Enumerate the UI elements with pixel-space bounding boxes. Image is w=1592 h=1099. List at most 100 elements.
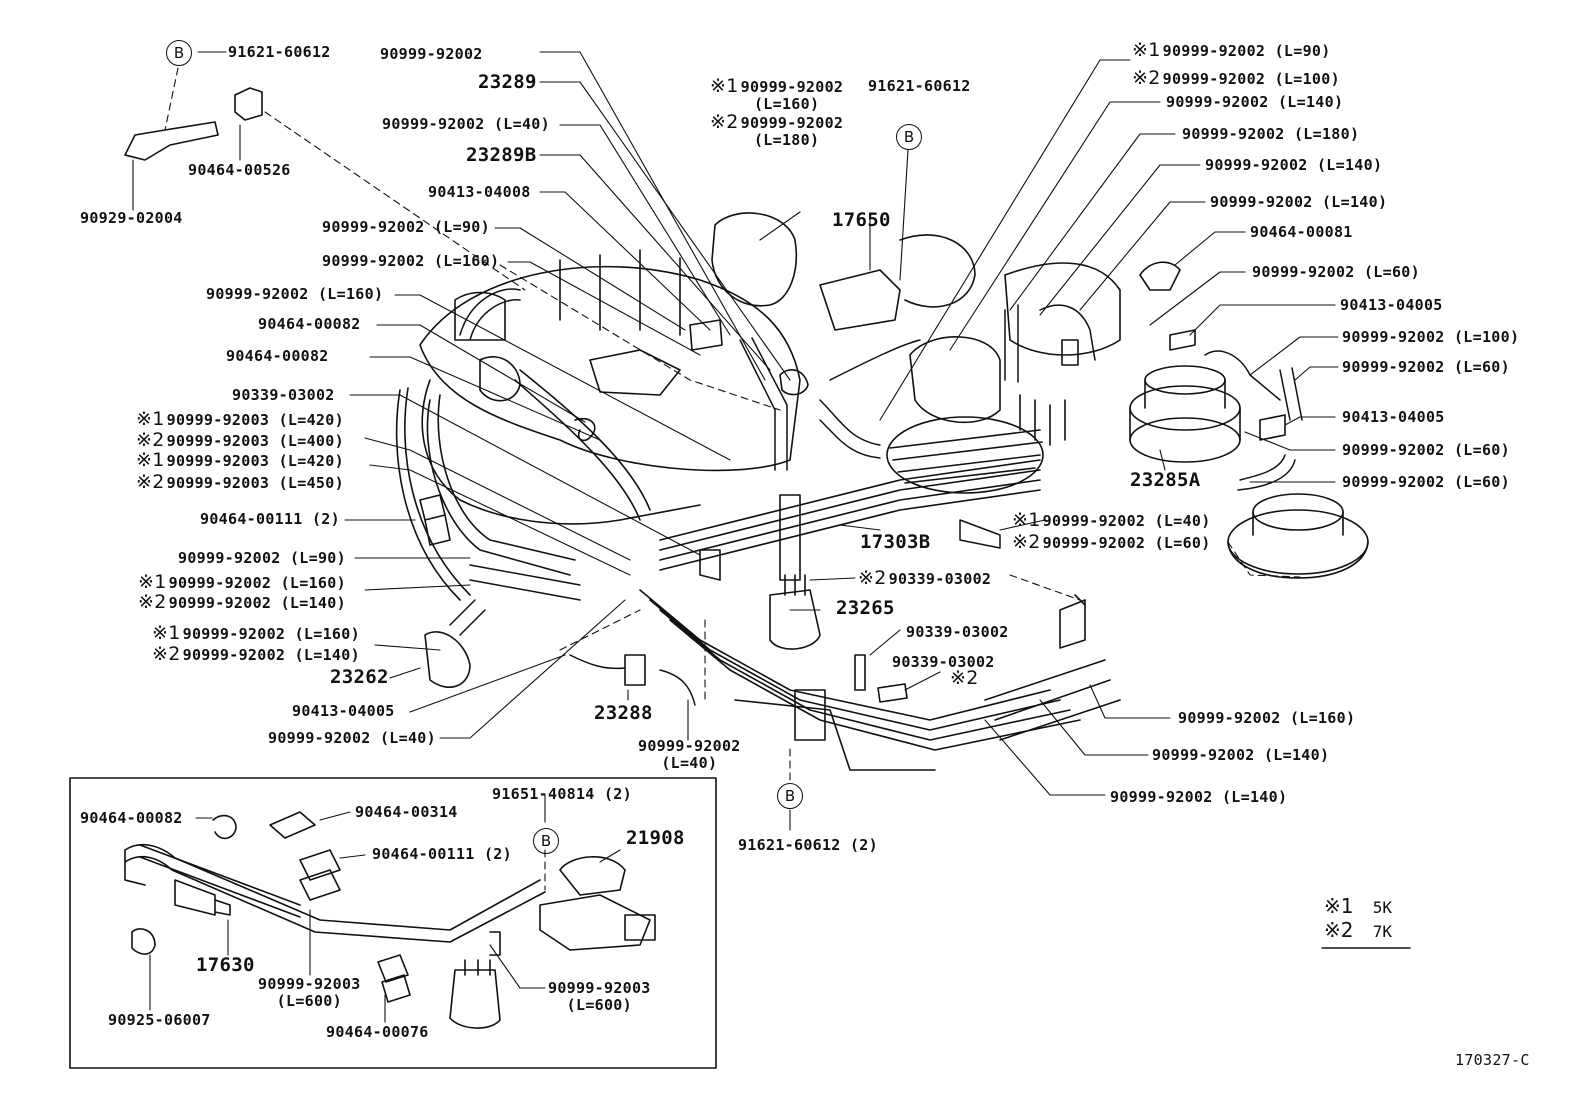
inset-callout-90925-06007: 90925-06007 [108,1011,211,1029]
callout-23265: 23265 [836,597,895,619]
pipe-harness-drawing [395,369,1121,771]
leader-lines [132,51,1339,1023]
callout-23288: 23288 [594,702,653,724]
inset-callout-90999-92003-l600-right: 90999-92003(L=600) [548,979,651,1014]
figure-code: 170327-C [1455,1051,1530,1069]
marker-2: ※2 [136,429,165,451]
marker-1: ※1 [152,622,181,644]
ref-marker-b-bottom: B [777,783,803,809]
callout-90339-03002-a: 90339-03002 [906,623,1009,641]
callout-23285a: 23285A [1130,469,1201,491]
callout-90413-04008: 90413-04008 [428,183,531,201]
callout-90464-00082-b: 90464-00082 [226,347,329,365]
ref-marker-b-top-center: B [896,124,922,150]
inset-callout-90464-00076: 90464-00076 [326,1023,429,1041]
callout-90999-92002-l100-b: 90999-92002 (L=100) [1342,328,1520,346]
dashed-reference-lines [164,67,1301,891]
inset-box [69,777,717,1069]
callout-90999-92002-l180-right: 90999-92002 (L=180) [1182,125,1360,143]
inset-parts-drawing [124,811,656,1029]
marker-2: ※2 [858,567,887,589]
callout-90999-92002-l60-b: 90999-92002 (L=60) [1342,358,1510,376]
marker-1: ※1 [136,449,165,471]
marker-2: ※2 [1012,531,1041,553]
marker-2: ※2 [710,111,739,133]
callout-90999-92002-l140-g: 90999-92002 (L=140) [1110,788,1288,806]
engine-block-drawing [419,249,801,525]
callout-90999-92002-l140-c: 90999-92002 (L=140) [1166,93,1344,111]
valve-17650-drawing [711,212,976,331]
marker-2-near-90339: ※2 [950,667,979,689]
callout-90413-04005-right-b: 90413-04005 [1342,408,1445,426]
callout-90999-92002-l60-c: 90999-92002 (L=60) [1342,441,1510,459]
callout-90999-92002-l40-center: 90999-92002(L=40) [638,737,741,772]
callout-90413-04005-right-a: 90413-04005 [1340,296,1443,314]
callout-90413-04005-left: 90413-04005 [292,702,395,720]
callout-90999-92002-l140-e: 90999-92002 (L=140) [1210,193,1388,211]
callout-23289b: 23289B [466,144,537,166]
callout-90464-00526: 90464-00526 [188,161,291,179]
inset-callout-90464-00314: 90464-00314 [355,803,458,821]
marker-1: ※1 [138,571,167,593]
marker-2: ※2 [152,643,181,665]
marker-2: ※2 [136,471,165,493]
marker-1: ※1 [136,408,165,430]
marker-1: ※1 [710,75,739,97]
callout-23289: 23289 [478,71,537,93]
legend-row-1: ※1 5K [1324,894,1393,918]
marker-1: ※1 [1132,39,1161,61]
callout-90999-92002-l140-d: 90999-92002 (L=140) [1205,156,1383,174]
callout-90999-92002-l160-b: 90999-92002 (L=160) [206,285,384,303]
legend: ※1 5K ※2 7K [1324,894,1392,942]
callout-90999-92002-l40-bottom: 90999-92002 (L=40) [268,729,436,747]
inset-callout-90464-00082: 90464-00082 [80,809,183,827]
legend-row-2: ※2 7K [1324,918,1393,942]
callout-90464-00081: 90464-00081 [1250,223,1353,241]
canister-23285a-drawing [1129,365,1241,463]
callout-90999-92002-l90-mid: 90999-92002 (L=90) [178,549,346,567]
callout-17303b: 17303B [860,531,931,553]
inset-callout-90464-00111-2: 90464-00111 (2) [372,845,512,863]
callout-90339-03002-left: 90339-03002 [232,386,335,404]
inset-callout-91651-40814-2: 91651-40814 (2) [492,785,632,803]
ref-marker-b-top-left: B [166,40,192,66]
air-cleaner-drawing [886,262,1121,494]
callout-90339-03002-b: 90339-03002 [892,653,995,671]
callout-17650: 17650 [832,209,891,231]
callout-90999-92002-top: 90999-92002 [380,45,483,63]
inset-callout-17630: 17630 [196,954,255,976]
marker-1: ※1 [1012,509,1041,531]
callout-23262: 23262 [330,666,389,688]
callout-90999-92002-l160-right: 90999-92002 (L=160) [1178,709,1356,727]
callout-90999-92002-l160-a: 90999-92002 (L=160) [322,252,500,270]
lower-canister-drawing [1227,493,1369,579]
marker-2: ※2 [138,591,167,613]
callout-91621-60612-top: 91621-60612 [868,77,971,95]
callout-90999-92002-l60-a: 90999-92002 (L=60) [1252,263,1420,281]
marker-2: ※2 [1132,67,1161,89]
inset-callout-90999-92003-l600-left: 90999-92003(L=600) [258,975,361,1010]
hose-set-drawing [449,288,1303,706]
callout-90464-00082-a: 90464-00082 [258,315,361,333]
inset-ref-marker-b: B [533,828,559,854]
callout-91621-60612-2: 91621-60612 (2) [738,836,878,854]
callout-90464-00111-2: 90464-00111 (2) [200,510,340,528]
callout-90999-92002-l60-d: 90999-92002 (L=60) [1342,473,1510,491]
callout-90929-02004: 90929-02004 [80,209,183,227]
